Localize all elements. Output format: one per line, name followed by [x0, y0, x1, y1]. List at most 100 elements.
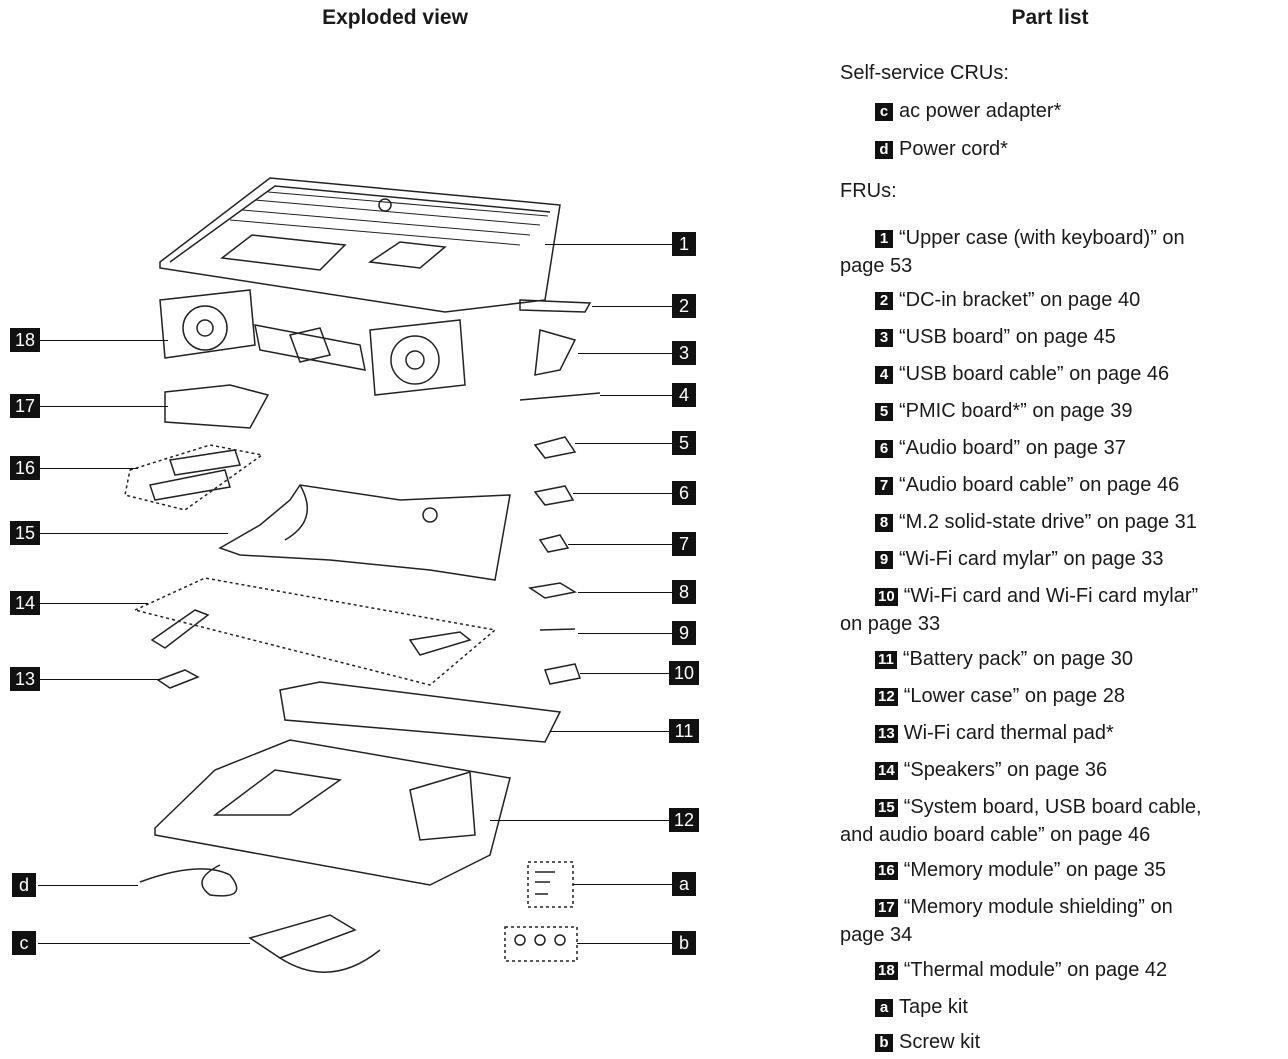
item-text: “Audio board cable” on page 46 [899, 474, 1180, 496]
usb-board-drawing [534, 329, 577, 376]
callout-9: 9 [672, 621, 696, 645]
list-item: 14“Speakers” on page 36 [875, 756, 1288, 784]
lower-case-drawing [154, 739, 511, 886]
tag-17: 17 [875, 899, 898, 917]
list-item: 16“Memory module” on page 35 [875, 856, 1288, 884]
power-adapter-drawing [248, 914, 381, 973]
tag-16: 16 [875, 862, 898, 880]
callout-13: 13 [10, 667, 40, 691]
leader-line-16 [38, 468, 138, 469]
fru-label: FRUs: [840, 180, 897, 202]
callout-a: a [672, 872, 696, 896]
memory-shielding-drawing [164, 384, 270, 429]
callout-d: d [12, 873, 36, 897]
item-text: “System board, USB board cable, [903, 796, 1202, 818]
leader-line-1 [545, 244, 672, 245]
leader-line-15 [38, 533, 228, 534]
item-text: Tape kit [899, 996, 968, 1018]
leader-line-4 [600, 395, 672, 396]
tag-5: 5 [875, 403, 893, 421]
callout-10: 10 [669, 661, 699, 685]
exploded-view-illustration [124, 177, 601, 973]
pmic-board-drawing [533, 436, 577, 459]
callout-14: 14 [10, 591, 40, 615]
wifi-mylar-drawing [539, 628, 576, 631]
leader-line-5 [575, 443, 672, 444]
leader-line-3 [578, 353, 672, 354]
callout-12: 12 [669, 808, 699, 832]
list-item: 7“Audio board cable” on page 46 [875, 471, 1288, 499]
item-text: Screw kit [899, 1031, 981, 1053]
tag-10: 10 [875, 588, 898, 606]
item-text: Power cord* [899, 138, 1008, 160]
callout-5: 5 [672, 431, 696, 455]
speakers-drawing [132, 577, 497, 686]
item-text-cont: on page 33 [840, 613, 941, 635]
callout-4: 4 [672, 383, 696, 407]
item-text-cont: page 53 [840, 255, 913, 277]
leader-line-c [38, 943, 250, 944]
tag-12: 12 [875, 688, 898, 706]
part-list-heading: Part list [1011, 6, 1089, 29]
list-item: 17“Memory module shielding” on page 34 [840, 893, 1288, 949]
leader-line-18 [38, 340, 168, 341]
leader-line-13 [38, 679, 160, 680]
callout-16: 16 [10, 456, 40, 480]
tag-13: 13 [875, 725, 898, 743]
item-text: “Speakers” on page 36 [903, 759, 1108, 781]
tag-15: 15 [875, 799, 898, 817]
leader-line-17 [38, 406, 168, 407]
callout-6: 6 [672, 481, 696, 505]
audio-board-drawing [533, 485, 575, 506]
tag-d: d [875, 141, 893, 159]
callout-3: 3 [672, 341, 696, 365]
leader-line-12 [490, 820, 672, 821]
callout-15: 15 [10, 521, 40, 545]
leader-line-a [573, 884, 672, 885]
exploded-view-heading: Exploded view [322, 6, 468, 29]
item-text: “Wi-Fi card mylar” on page 33 [899, 548, 1164, 570]
dc-in-bracket-drawing [519, 299, 592, 313]
self-service-label: Self-service CRUs: [840, 62, 1009, 84]
item-text: “M.2 solid-state drive” on page 31 [899, 511, 1197, 533]
tag-8: 8 [875, 514, 893, 532]
list-item: 4“USB board cable” on page 46 [875, 360, 1288, 388]
tag-18: 18 [875, 962, 898, 980]
tag-4: 4 [875, 366, 893, 384]
item-text: ac power adapter* [899, 100, 1062, 122]
list-item: d Power cord* [875, 135, 1288, 163]
leader-line-9 [578, 633, 672, 634]
ssd-drawing [528, 582, 578, 599]
list-item: 1“Upper case (with keyboard)” on page 53 [840, 224, 1288, 280]
memory-modules-drawing [124, 444, 264, 511]
exploded-view-diagram: 1 2 3 4 5 6 7 8 9 10 11 12 a b 18 17 16 … [10, 177, 699, 973]
item-text-cont: and audio board cable” on page 46 [840, 824, 1151, 846]
leader-line-b [577, 943, 672, 944]
list-item: b Screw kit [875, 1028, 1288, 1056]
upper-case-drawing [159, 177, 561, 313]
list-item: 10 “Wi-Fi card and Wi-Fi card mylar” on p… [840, 582, 1288, 638]
thermal-pad-drawing [156, 669, 200, 689]
tag-11: 11 [875, 651, 897, 669]
item-text: “Wi-Fi card and Wi-Fi card mylar” [903, 585, 1199, 607]
list-item: 18“Thermal module” on page 42 [875, 956, 1288, 984]
leader-line-d [38, 885, 138, 886]
item-text: “PMIC board*” on page 39 [899, 400, 1133, 422]
list-item: a Tape kit [875, 993, 1288, 1021]
list-item: 6“Audio board” on page 37 [875, 434, 1288, 462]
item-text: “Lower case” on page 28 [903, 685, 1125, 707]
tag-a: a [875, 999, 893, 1017]
battery-drawing [279, 681, 562, 743]
tag-b: b [875, 1034, 893, 1052]
list-item: 8 “M.2 solid-state drive” on page 31 [875, 508, 1288, 536]
usb-cable-drawing [519, 392, 601, 401]
list-item: 15 “System board, USB board cable, and au… [840, 793, 1288, 849]
leader-line-14 [38, 603, 148, 604]
callout-17: 17 [10, 394, 40, 418]
wifi-card-drawing [544, 663, 581, 685]
thermal-module-drawing [159, 289, 466, 396]
item-text: “Upper case (with keyboard)” on [899, 227, 1185, 249]
leader-line-11 [550, 731, 672, 732]
